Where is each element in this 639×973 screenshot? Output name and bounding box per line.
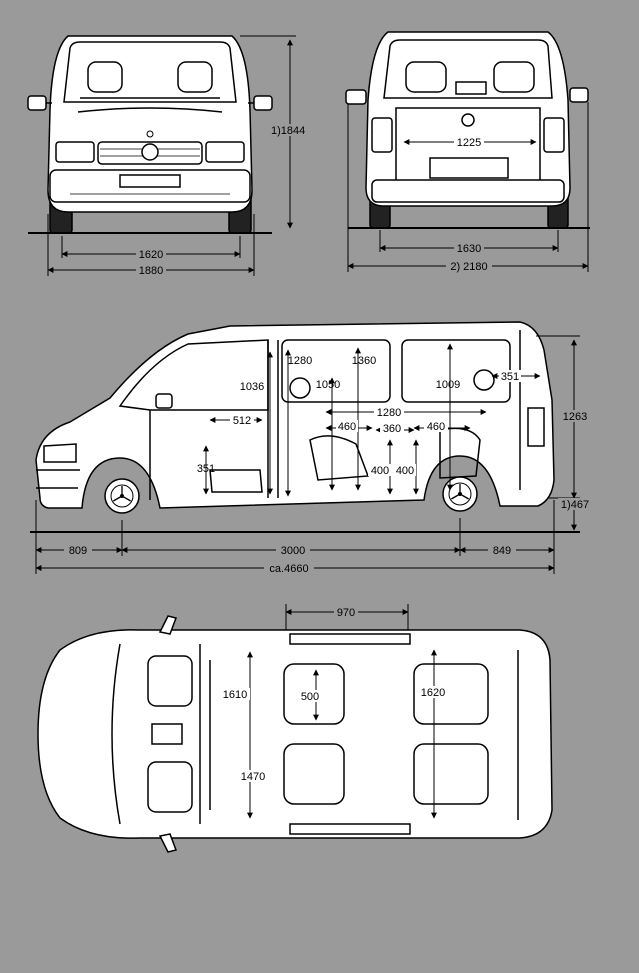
front-floor-width-label: 1470	[241, 771, 265, 783]
front-view-body	[27, 35, 273, 234]
top-view-body	[37, 615, 553, 853]
seat-360-label: 360	[383, 423, 401, 435]
rear-view: 1225 1630 2) 2180	[345, 31, 590, 273]
front-roof-label: 1280	[288, 355, 312, 367]
rear-bench-width-label: 1620	[421, 687, 445, 699]
rear-track-label: 1630	[457, 243, 481, 255]
front-view: 1620 1880 1)1844	[27, 35, 308, 277]
rear-overhang-label: 849	[493, 545, 511, 557]
seat-rows-span-label: 1280	[377, 407, 401, 419]
seat-460-b-label: 460	[427, 421, 445, 433]
roof-opening-label: 970	[337, 607, 355, 619]
front-overhang-label: 809	[69, 545, 87, 557]
rear-view-body	[345, 31, 589, 229]
mid-roof-label: 1360	[352, 355, 376, 367]
wheelbase-label: 3000	[281, 545, 305, 557]
front-seat-height-label: 351	[197, 463, 215, 475]
front-headroom-label: 1036	[240, 381, 264, 393]
front-track-label: 1620	[139, 249, 163, 261]
front-width-label: 1880	[139, 265, 163, 277]
front-height-label: 1)1844	[271, 125, 305, 137]
mid-headroom-label: 1050	[316, 379, 340, 391]
rear-width-label: 2) 2180	[450, 261, 487, 273]
overall-length-label: ca.4660	[269, 563, 308, 575]
rear-inner-width-label: 1225	[457, 137, 481, 149]
rear-headroom-label: 1009	[436, 379, 460, 391]
top-view: 970 1610 500 1620 1470	[37, 604, 553, 853]
ground-clearance-label: 1)467	[561, 499, 589, 511]
seat-depth-front-label: 512	[233, 415, 251, 427]
front-seat-width-label: 1610	[223, 689, 247, 701]
side-view-body	[35, 321, 555, 509]
rear-seat-height-label: 400	[396, 465, 414, 477]
side-view: 1036 1280 1360 1050 1009 351 512 1280 46…	[30, 321, 592, 575]
body-height-label: 1263	[563, 411, 587, 423]
aisle-width-label: 500	[301, 691, 319, 703]
mid-seat-height-label: 400	[371, 465, 389, 477]
seat-460-a-label: 460	[338, 421, 356, 433]
rear-seat-depth-label: 351	[501, 371, 519, 383]
